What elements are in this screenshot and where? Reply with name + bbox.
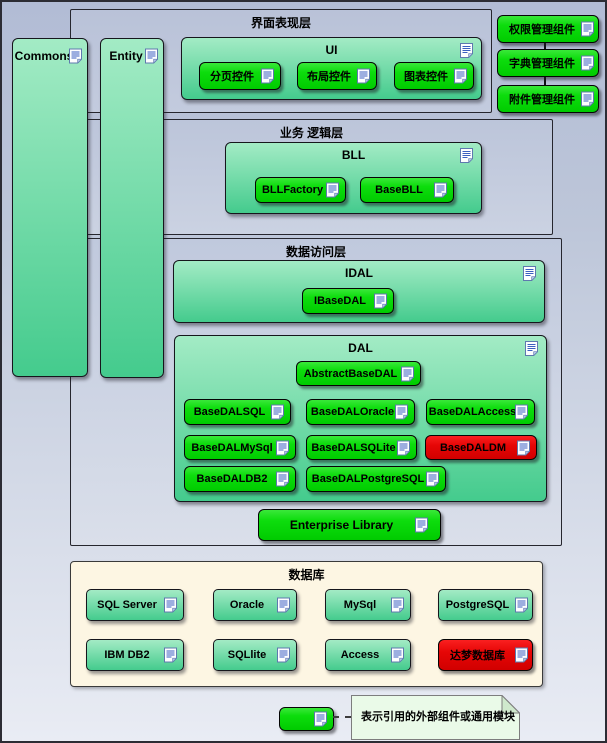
connector-line [544, 75, 546, 85]
document-icon [515, 404, 529, 420]
document-icon [277, 597, 291, 613]
component-basedalsqlite: BaseDALSQLite [306, 435, 417, 460]
database-sqllite: SQLlite [213, 639, 297, 671]
document-icon [434, 182, 448, 198]
document-icon [517, 440, 531, 456]
document-icon [271, 404, 285, 420]
document-icon [460, 148, 474, 164]
database-oracle: Oracle [213, 589, 297, 621]
component-enterprise-library: Enterprise Library [258, 509, 441, 541]
document-icon [415, 517, 429, 533]
component-basedaloracle: BaseDALOracle [306, 399, 415, 425]
database-access: Access [325, 639, 411, 671]
component-basedalmysql: BaseDALMySql [184, 435, 296, 460]
document-icon [314, 711, 328, 727]
component-basedaldm: BaseDALDM [425, 435, 537, 460]
document-icon [145, 48, 159, 64]
module-commons-label: Commons [14, 49, 74, 63]
document-icon [581, 55, 595, 71]
document-icon [515, 647, 529, 663]
component-ibasedal: IBaseDAL [302, 288, 394, 314]
document-icon [581, 91, 595, 107]
database-postgresql: PostgreSQL [438, 589, 533, 621]
document-icon [525, 341, 539, 357]
document-icon [395, 404, 409, 420]
document-icon [401, 366, 415, 382]
document-icon [357, 68, 371, 84]
legend-note-text: 表示引用的外部组件或通用模块 [361, 710, 515, 723]
component-basedalaccess: BaseDALAccess [426, 399, 535, 425]
document-icon [581, 21, 595, 37]
component-paging-control: 分页控件 [199, 62, 281, 90]
document-icon [397, 440, 411, 456]
component-layout-control: 布局控件 [297, 62, 377, 90]
component-attachment-mgmt: 附件管理组件 [497, 85, 599, 113]
component-permission-mgmt: 权限管理组件 [497, 15, 599, 43]
document-icon [69, 48, 83, 64]
database-ibmdb2: IBM DB2 [86, 639, 184, 671]
presentation-layer-title: 界面表现层 [250, 16, 311, 30]
legend-dashed-connector [333, 716, 351, 718]
group-bll-title: BLL [341, 148, 366, 162]
database-layer-title: 数据库 [288, 568, 325, 582]
note-shape [351, 694, 521, 740]
component-dictionary-mgmt: 字典管理组件 [497, 49, 599, 77]
document-icon [426, 471, 440, 487]
component-bllfactory: BLLFactory [255, 177, 346, 203]
module-commons: Commons [12, 38, 88, 377]
document-icon [523, 266, 537, 282]
module-entity: Entity [100, 38, 164, 378]
document-icon [391, 647, 405, 663]
business-layer-title: 业务 逻辑层 [279, 126, 344, 140]
database-sqlserver: SQL Server [86, 589, 184, 621]
document-icon [326, 182, 340, 198]
component-basebll: BaseBLL [360, 177, 454, 203]
document-icon [374, 293, 388, 309]
connector-line [544, 41, 546, 49]
document-icon [277, 647, 291, 663]
document-icon [261, 68, 275, 84]
database-mysql: MySql [325, 589, 411, 621]
group-ui-title: UI [325, 43, 338, 57]
component-basedalsql: BaseDALSQL [184, 399, 291, 425]
data-access-layer-title: 数据访问层 [285, 245, 346, 259]
database-dameng: 达梦数据库 [438, 639, 533, 671]
document-icon [276, 440, 290, 456]
module-entity-label: Entity [109, 49, 143, 63]
document-icon [164, 647, 178, 663]
document-icon [276, 471, 290, 487]
component-basedalpostgresql: BaseDALPostgreSQL [306, 466, 446, 492]
document-icon [460, 43, 474, 59]
legend-symbol [279, 707, 334, 731]
group-dal-title: DAL [348, 341, 373, 355]
document-icon [164, 597, 178, 613]
component-chart-control: 图表控件 [394, 62, 474, 90]
component-basedaldb2: BaseDALDB2 [184, 466, 296, 492]
legend-note: 表示引用的外部组件或通用模块 [351, 694, 521, 740]
group-idal-title: IDAL [345, 266, 373, 280]
document-icon [391, 597, 405, 613]
component-abstractbasedal: AbstractBaseDAL [296, 361, 421, 386]
document-icon [454, 68, 468, 84]
document-icon [515, 597, 529, 613]
